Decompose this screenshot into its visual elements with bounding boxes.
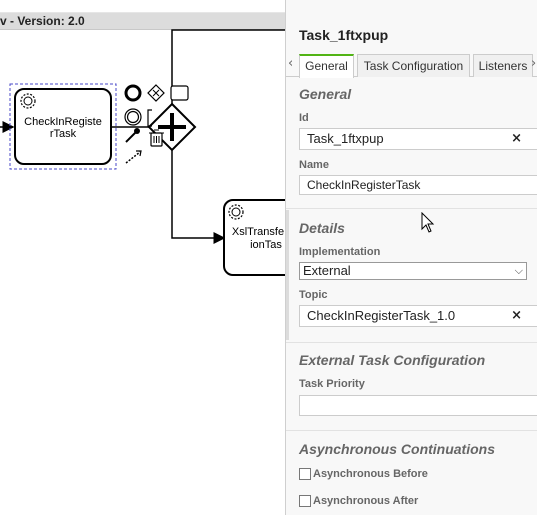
- task-label-line1: CheckInRegiste: [24, 116, 102, 128]
- async-after-label: Asynchronous After: [313, 495, 419, 508]
- delete-icon[interactable]: [149, 129, 164, 147]
- gateway-icon[interactable]: [147, 84, 165, 102]
- version-bar: v - Version: 2.0: [0, 13, 285, 30]
- tab-scroll-right-icon[interactable]: ›: [531, 56, 537, 71]
- tab-listeners[interactable]: Listeners: [473, 54, 533, 77]
- async-after-row[interactable]: Asynchronous After: [299, 495, 419, 508]
- tab-bar: ‹ General Task Configuration Listeners ›: [286, 53, 537, 78]
- topic-field[interactable]: CheckInRegisterTask_1.0 ×: [299, 305, 537, 327]
- task-label-line2: rTask: [50, 128, 77, 140]
- implementation-label: Implementation: [299, 246, 381, 258]
- intermediate-event-icon[interactable]: [124, 108, 142, 126]
- name-value: CheckInRegisterTask: [307, 178, 421, 192]
- async-before-row[interactable]: Asynchronous Before: [299, 468, 428, 481]
- panel-title: Task_1ftxpup: [299, 27, 389, 43]
- mouse-cursor-icon: [421, 212, 435, 233]
- text-annotation-icon[interactable]: [147, 109, 152, 127]
- async-before-checkbox[interactable]: [299, 468, 311, 481]
- name-label: Name: [299, 159, 329, 171]
- topic-value: CheckInRegisterTask_1.0: [307, 308, 456, 323]
- task-icon[interactable]: [170, 85, 189, 101]
- tab-task-configuration[interactable]: Task Configuration: [357, 54, 470, 77]
- task-priority-label: Task Priority: [299, 378, 365, 390]
- context-pad[interactable]: [124, 84, 189, 164]
- end-event-icon[interactable]: [124, 84, 142, 102]
- task2-label-line2: ionTas: [250, 239, 282, 251]
- group-title-async: Asynchronous Continuations: [299, 441, 495, 457]
- sequence-flow-upper[interactable]: [171, 29, 285, 104]
- task-checkin-register[interactable]: CheckInRegiste rTask: [14, 88, 112, 165]
- id-value: Task_1ftxpup: [307, 131, 384, 146]
- tab-general[interactable]: General: [299, 54, 354, 78]
- task-priority-field[interactable]: [299, 395, 537, 416]
- service-task-gear-icon: [20, 93, 36, 109]
- bpmn-canvas[interactable]: v - Version: 2.0 CheckInRegiste rTask: [0, 0, 285, 515]
- id-field[interactable]: Task_1ftxpup ×: [299, 128, 537, 150]
- group-title-details: Details: [299, 220, 345, 236]
- group-title-general: General: [299, 86, 352, 102]
- sequence-flow-lower[interactable]: [171, 150, 226, 244]
- group-separator: [286, 208, 537, 209]
- group-separator: [286, 342, 537, 343]
- async-before-label: Asynchronous Before: [313, 468, 428, 481]
- connect-icon[interactable]: [125, 150, 142, 164]
- details-group-indicator: [286, 210, 289, 340]
- tab-scroll-left-icon[interactable]: ‹: [288, 56, 294, 71]
- async-after-checkbox[interactable]: [299, 495, 311, 508]
- selection-outline: [9, 83, 117, 170]
- group-separator: [286, 430, 537, 431]
- clear-topic-icon[interactable]: ×: [511, 308, 522, 323]
- task-xsl-transformation[interactable]: XslTransfe ionTas: [223, 199, 285, 276]
- chevron-down-icon: ⌵: [514, 264, 523, 277]
- implementation-value: External: [303, 263, 351, 278]
- topic-label: Topic: [299, 289, 328, 301]
- task2-label-line1: XslTransfe: [232, 226, 284, 238]
- name-field[interactable]: CheckInRegisterTask: [299, 175, 537, 195]
- diagram-svg[interactable]: CheckInRegiste rTask XslTransfe ionTas: [0, 0, 285, 515]
- implementation-select[interactable]: External ⌵: [299, 262, 527, 280]
- id-label: Id: [299, 112, 309, 124]
- clear-id-icon[interactable]: ×: [511, 131, 522, 146]
- version-label: v - Version: 2.0: [0, 14, 85, 28]
- canvas-top-strip: [0, 0, 285, 13]
- properties-panel: Task_1ftxpup ‹ General Task Configuratio…: [285, 0, 537, 515]
- group-title-external-task: External Task Configuration: [299, 352, 486, 368]
- change-type-icon[interactable]: [125, 128, 140, 143]
- service-task-gear-icon: [228, 204, 244, 220]
